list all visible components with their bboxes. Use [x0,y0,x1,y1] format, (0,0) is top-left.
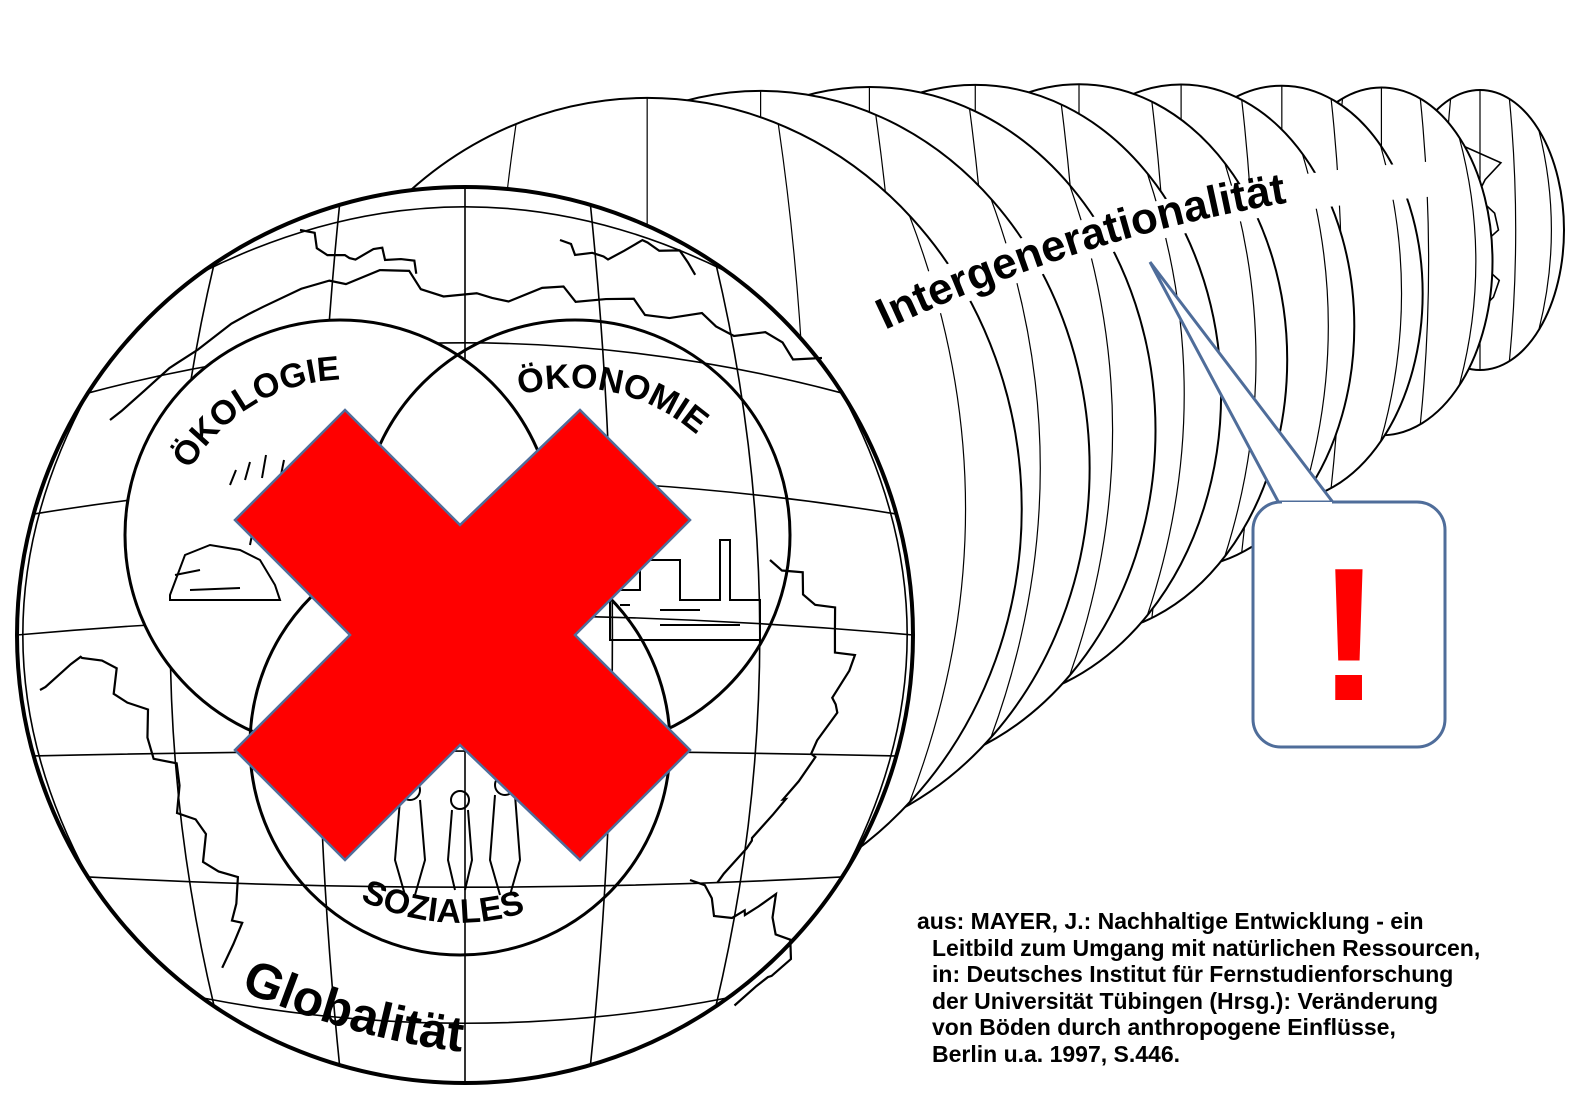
globe-meridian [589,204,614,1066]
tube-label-band [860,160,1460,345]
stacked-globe-coast [1462,145,1503,315]
citation-line: in: Deutsches Institut für Fernstudienfo… [932,961,1454,988]
globe-continents [39,228,857,1007]
globe-parallel [201,205,729,273]
citation-line: aus: MAYER, J.: Nachhaltige Entwicklung … [917,908,1424,934]
continent-outline [299,228,418,274]
exclamation-icon: ! [1317,529,1380,741]
globe-parallel [202,997,728,1025]
stacked-globe-meridian [1458,137,1477,386]
source-citation: aus: MAYER, J.: Nachhaltige Entwicklung … [917,908,1567,1068]
citation-line: Leitbild zum Umgang mit natürlichen Ress… [932,934,1481,961]
citation-line: Berlin u.a. 1997, S.446. [932,1040,1181,1067]
economy-illustration [609,539,761,641]
continent-outline [109,269,823,421]
stacked-globe-meridian [1538,129,1552,331]
continent-outline [689,878,793,1007]
stacked-globe-meridian [1508,98,1517,362]
globe-parallel [87,342,843,394]
stacked-globe-meridian [1419,98,1430,425]
citation-line: von Böden durch anthropogene Einflüsse, [932,1014,1396,1041]
continent-outline [559,238,697,276]
citation-line: der Universität Tübingen (Hrsg.): Veränd… [932,987,1439,1014]
exclamation-callout: ! [1148,261,1447,749]
continent-outline [39,655,244,969]
red-cross-icon [233,408,692,862]
continent-outline [716,559,857,884]
